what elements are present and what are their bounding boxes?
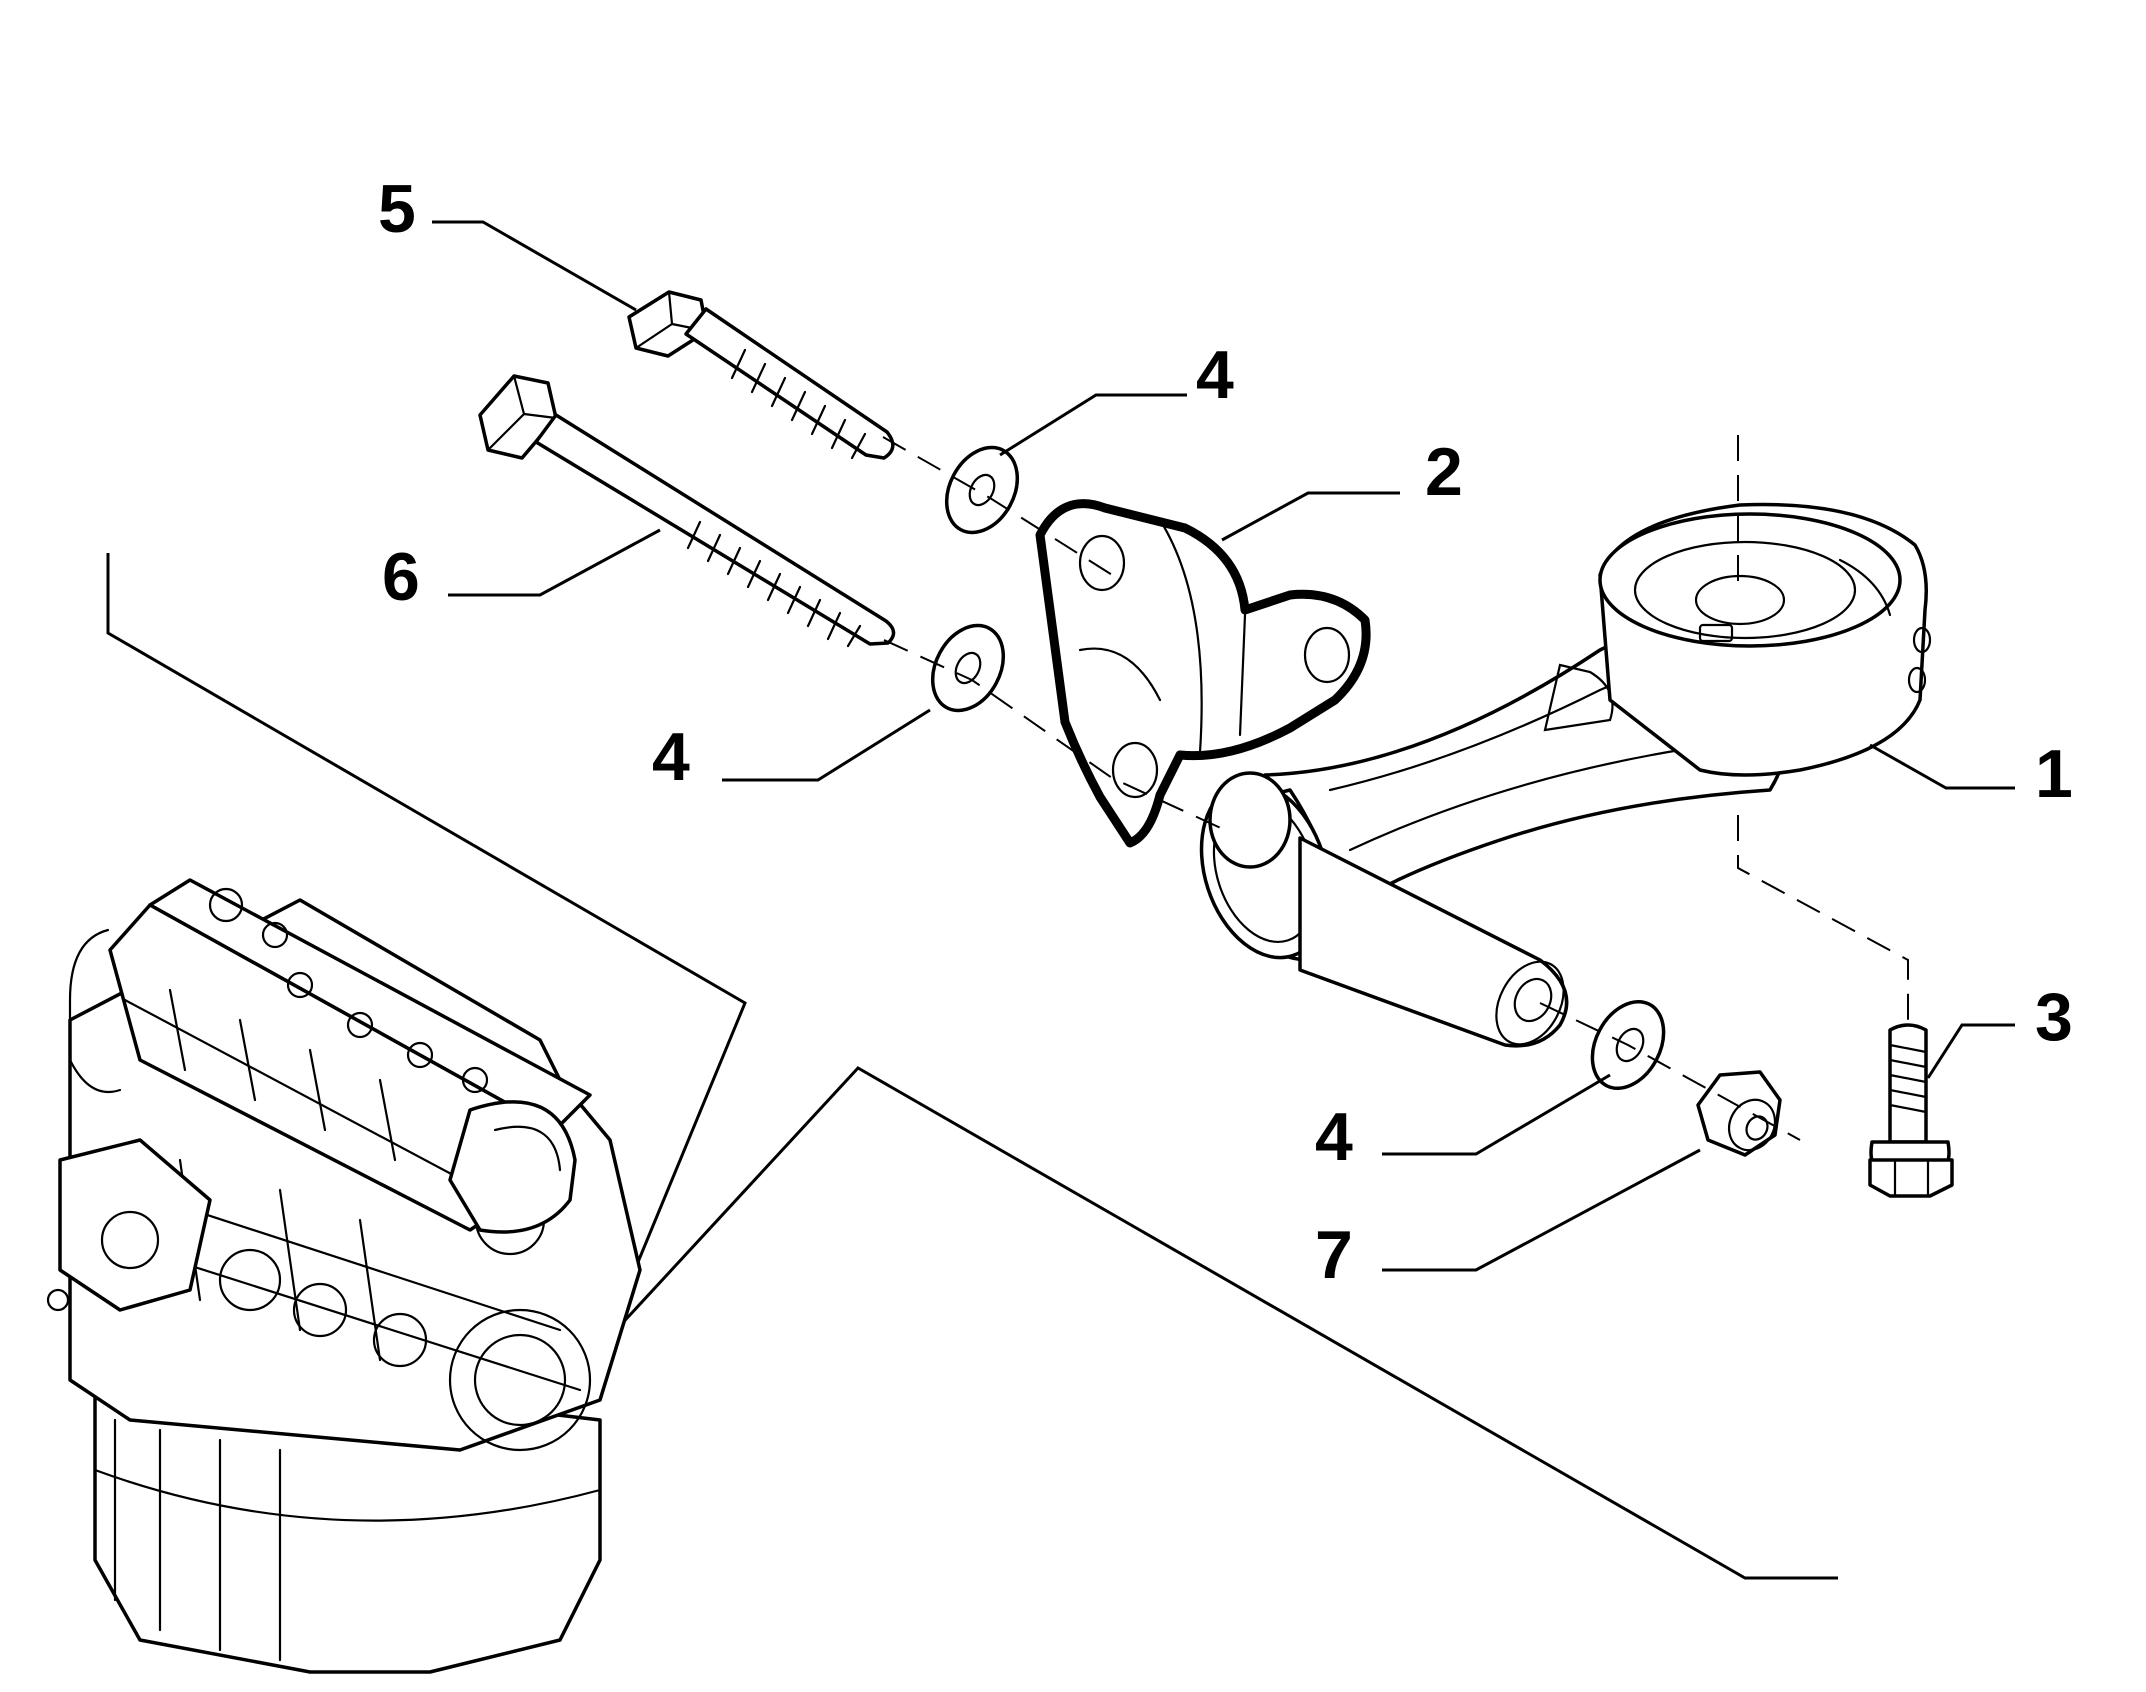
nut-7 xyxy=(1696,1070,1782,1157)
callout-2: 2 xyxy=(1425,434,1463,510)
engine-assembly-illustration xyxy=(46,553,1838,1674)
bracket-2 xyxy=(1035,499,1371,848)
washer-4-middle xyxy=(930,623,1006,713)
leader-lines xyxy=(432,220,2015,1272)
callout-4-top: 4 xyxy=(1196,337,1234,413)
callout-4-lower: 4 xyxy=(1315,1099,1353,1175)
washer-4-top xyxy=(944,445,1020,535)
callout-6: 6 xyxy=(382,539,420,615)
bolt-3 xyxy=(1868,1023,1954,1198)
engine-mount-arm-1 xyxy=(1199,502,1932,1048)
callout-7: 7 xyxy=(1315,1217,1353,1293)
assembly-axes xyxy=(882,435,1909,1141)
bolt-5 xyxy=(627,290,895,460)
callout-1: 1 xyxy=(2035,736,2073,812)
callout-3: 3 xyxy=(2035,979,2073,1055)
callout-4-middle: 4 xyxy=(652,719,690,795)
bolt-6 xyxy=(478,374,896,648)
callout-numbers: 5 4 2 6 4 1 3 4 7 xyxy=(378,171,2073,1293)
callout-5: 5 xyxy=(378,171,416,247)
